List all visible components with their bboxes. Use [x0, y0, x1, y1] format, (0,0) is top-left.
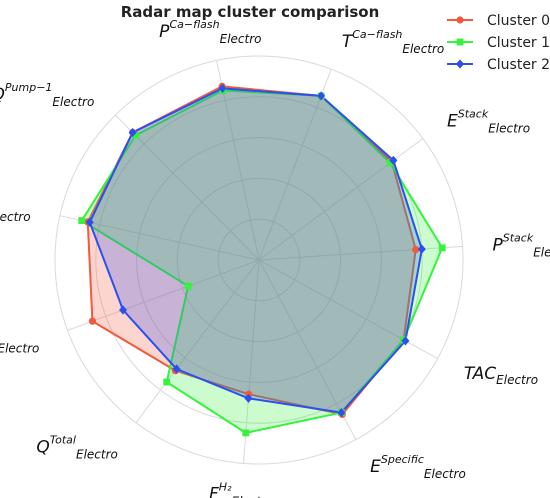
grid-ring	[95, 96, 423, 424]
legend-label: Cluster 1	[487, 35, 550, 51]
data-point	[184, 282, 192, 290]
axis-label: QHeat−1Electro	[0, 196, 31, 224]
axis-label: ESpecificElectro	[370, 453, 466, 481]
legend-label: Cluster 0	[487, 13, 550, 29]
axis-labels: PCa−flashElectro TCa−flashElectroEStackEl…	[0, 18, 550, 498]
data-point	[85, 217, 94, 227]
legend-marker	[456, 16, 464, 24]
data-point	[128, 127, 137, 138]
axis-label: TACElectro	[464, 364, 538, 387]
data-point	[163, 378, 171, 386]
data-point	[386, 159, 394, 167]
grid-spoke	[258, 69, 332, 261]
axis-label: QTotalElectro	[36, 434, 117, 462]
series-area-0	[86, 85, 417, 416]
legend-item: Cluster 1	[447, 35, 550, 51]
axis-label: PCa−flashElectro	[159, 18, 261, 46]
data-point	[242, 429, 250, 437]
axis-label: PStackElectro	[492, 231, 550, 259]
grid-ring	[54, 55, 464, 465]
axis-label: QAn−PumpElectro	[0, 328, 39, 356]
data-point	[317, 91, 326, 101]
legend-item: Cluster 0	[447, 13, 550, 29]
data-point	[337, 407, 346, 418]
legend-marker	[456, 59, 464, 69]
grid-spoke	[67, 259, 260, 331]
data-point	[389, 155, 398, 165]
series-area-1	[80, 89, 444, 434]
grid-spoke	[115, 114, 260, 261]
axis-label: FH₂Electro	[209, 480, 273, 498]
legend-item: Cluster 2	[447, 57, 550, 73]
axis-label: EStackElectro	[447, 108, 530, 136]
data-point	[218, 83, 227, 93]
data-point	[172, 364, 181, 374]
axis-label: QPump−1Electro	[0, 81, 94, 109]
data-point	[244, 393, 253, 403]
data-point	[401, 336, 410, 346]
grid-spoke	[258, 245, 463, 261]
data-point	[78, 217, 86, 224]
data-point	[88, 317, 97, 325]
data-point	[438, 244, 446, 252]
data-point	[417, 244, 426, 254]
grid-ring	[176, 177, 342, 343]
radar-series	[78, 82, 446, 437]
legend: Cluster 0 Cluster 1 Cluster 2	[447, 13, 550, 73]
axis-label: TCa−flashElectro	[342, 28, 444, 56]
series-area-2	[88, 87, 423, 414]
grid-ring	[217, 218, 301, 302]
chart-title: Radar map cluster comparison	[121, 3, 380, 21]
legend-marker	[456, 38, 464, 46]
data-point	[412, 245, 420, 254]
grid-ring	[136, 137, 382, 383]
data-point	[132, 131, 139, 139]
legend-label: Cluster 2	[487, 57, 550, 73]
grid-spoke	[135, 259, 260, 424]
data-point	[119, 305, 128, 315]
